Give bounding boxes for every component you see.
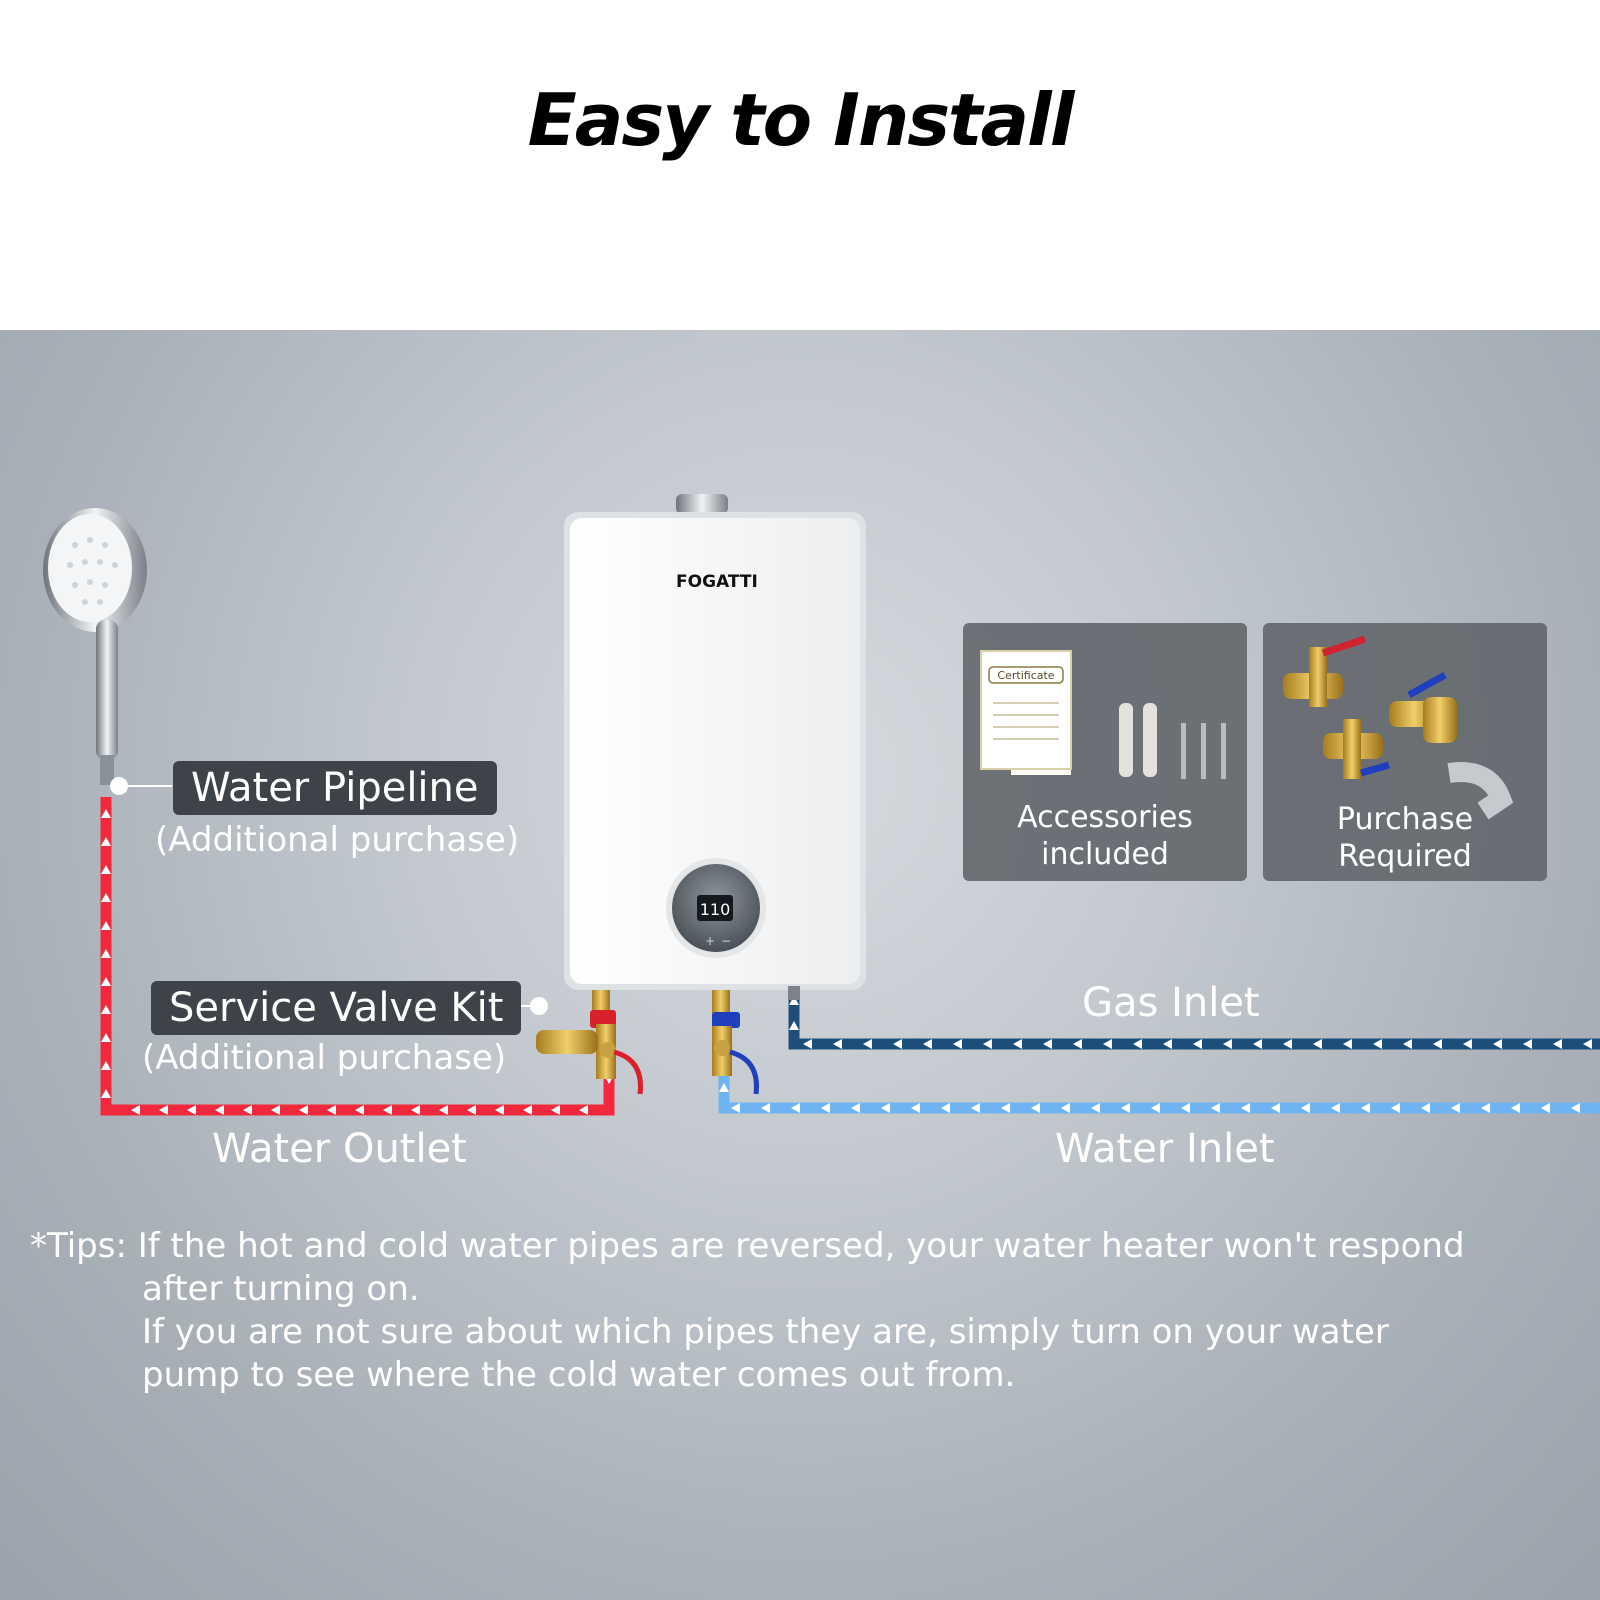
gas-pipe xyxy=(788,990,1600,1050)
shower-head-icon xyxy=(43,508,147,785)
water-inlet-label: Water Inlet xyxy=(1055,1126,1275,1172)
water-pipeline-dot xyxy=(110,777,128,795)
water-heater: 110 + − xyxy=(564,494,866,1015)
heater-display: 110 xyxy=(700,900,731,919)
purchase-card: Purchase Required xyxy=(1263,623,1547,881)
heater-brand: FOGATTI xyxy=(676,572,758,592)
water-pipeline-note: (Additional purchase) xyxy=(155,820,520,860)
tips-line2: after turning on. xyxy=(142,1269,420,1309)
gas-inlet-label: Gas Inlet xyxy=(1082,980,1260,1026)
minus-icon: − xyxy=(721,934,731,948)
accessories-card: Certificate Accessories included xyxy=(963,623,1247,881)
service-valve-note: (Additional purchase) xyxy=(142,1038,507,1078)
installation-tips: *Tips: If the hot and cold water pipes a… xyxy=(30,1225,1590,1397)
tips-line1: *Tips: If the hot and cold water pipes a… xyxy=(30,1226,1465,1266)
tips-line4: pump to see where the cold water comes o… xyxy=(142,1355,1016,1395)
plus-icon: + xyxy=(705,934,715,948)
page-title: Easy to Install xyxy=(527,78,1075,162)
tips-line3: If you are not sure about which pipes th… xyxy=(142,1312,1389,1352)
service-valve-dot xyxy=(530,997,548,1015)
cold-water-pipe xyxy=(718,1070,1600,1114)
service-valve-cold-icon xyxy=(712,1012,759,1095)
certificate-title: Certificate xyxy=(997,669,1054,682)
accessories-illustration: Certificate xyxy=(980,650,1226,779)
accessories-line2: included xyxy=(1041,837,1169,872)
water-outlet-label: Water Outlet xyxy=(212,1126,467,1172)
purchase-line2: Required xyxy=(1338,839,1472,874)
valve-kit-illustration xyxy=(1283,635,1514,820)
service-valve-hot-icon xyxy=(536,1010,643,1095)
accessories-line1: Accessories xyxy=(1017,800,1193,835)
purchase-line1: Purchase xyxy=(1336,802,1474,837)
water-pipeline-label: Water Pipeline xyxy=(173,761,497,815)
service-valve-kit-label: Service Valve Kit xyxy=(151,981,522,1035)
